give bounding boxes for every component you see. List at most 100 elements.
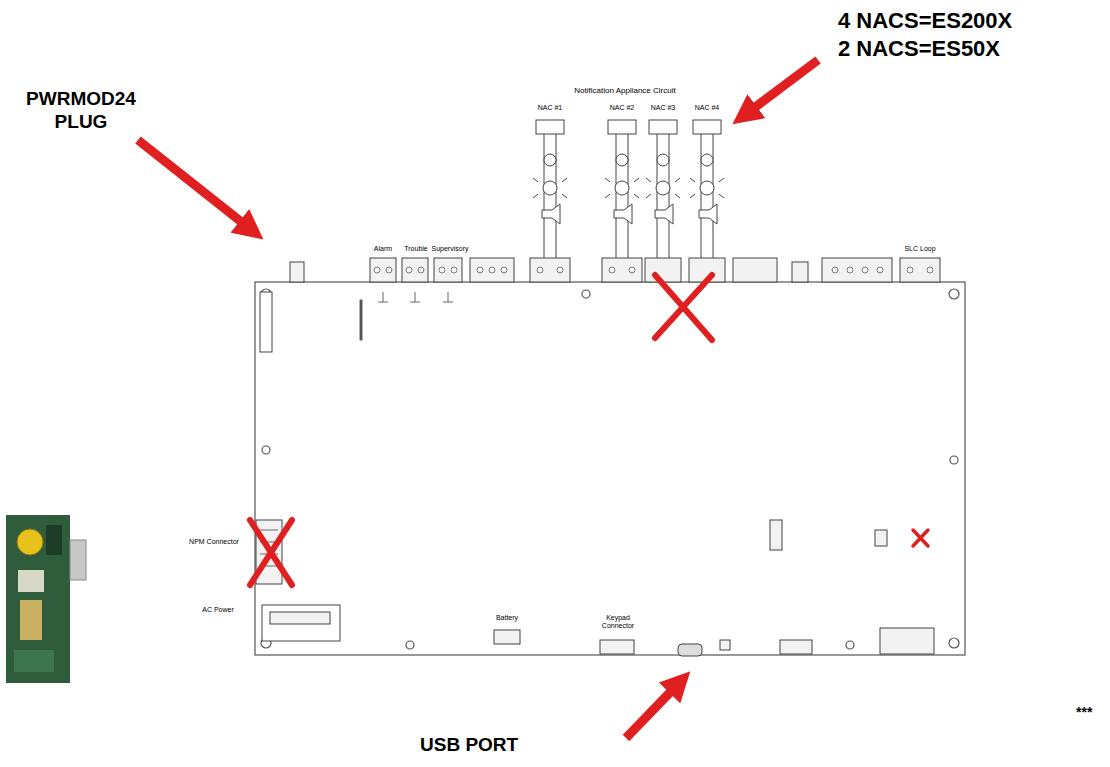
relay-symbols xyxy=(360,292,453,340)
callout-arrows xyxy=(138,60,818,738)
bell-rays xyxy=(605,178,639,198)
mount-hole xyxy=(406,641,414,649)
screw xyxy=(557,267,563,273)
board-label: NAC #1 xyxy=(530,104,570,112)
usb-port xyxy=(678,644,702,656)
screw xyxy=(439,267,445,273)
board-label: NAC #2 xyxy=(602,104,642,112)
callout-title: 2 NACS=ES50X xyxy=(838,36,1078,62)
nac-wire xyxy=(544,134,556,258)
terminal-block xyxy=(402,258,428,282)
nac-wire xyxy=(657,134,669,258)
screw xyxy=(877,267,883,273)
bell-rays xyxy=(533,178,567,198)
callout-title: PWRMOD24 PLUG xyxy=(22,88,140,134)
module-part xyxy=(14,650,54,672)
comm-header xyxy=(770,520,782,550)
terminal-block xyxy=(602,258,642,282)
bell-symbol xyxy=(701,154,713,166)
board-label: NPM Connector xyxy=(184,538,244,546)
bell-symbol xyxy=(700,181,714,195)
screw xyxy=(406,267,412,273)
terminal-block xyxy=(530,258,570,282)
keypad-connector xyxy=(600,640,634,654)
board-label: Trouble xyxy=(399,245,433,253)
nac-circuits xyxy=(533,120,724,258)
screw xyxy=(907,267,913,273)
module-plug xyxy=(70,540,86,580)
terminal-block xyxy=(900,258,940,282)
bell-symbol xyxy=(657,154,669,166)
ac-power-terminal xyxy=(270,612,330,624)
mount-hole xyxy=(950,456,958,464)
module-transformer xyxy=(18,570,44,592)
red-x xyxy=(250,520,292,585)
red-x-marks xyxy=(250,275,928,585)
ground-jumper xyxy=(875,530,887,546)
nac-box xyxy=(693,120,721,134)
relay-symbol xyxy=(410,292,420,302)
nac-wire xyxy=(701,134,713,258)
terminal-screws xyxy=(374,267,933,273)
horn-symbol xyxy=(655,204,673,224)
pwrmod24-module xyxy=(6,515,86,683)
terminal-block xyxy=(733,258,777,282)
board-label: Supervisory xyxy=(430,245,470,253)
red-arrow xyxy=(138,140,254,232)
red-arrow xyxy=(742,60,818,117)
terminal-block xyxy=(370,258,396,282)
mount-hole xyxy=(949,638,959,648)
aux-input xyxy=(260,292,272,352)
terminal-block xyxy=(470,258,514,282)
board-label: NAC #4 xyxy=(687,104,727,112)
nac-box xyxy=(608,120,636,134)
comm-connector xyxy=(880,628,934,654)
module-part xyxy=(46,525,62,555)
board-outline xyxy=(255,282,965,655)
screw xyxy=(501,267,507,273)
terminal-block xyxy=(290,262,304,282)
nac-box xyxy=(649,120,677,134)
board-connectors xyxy=(256,292,934,656)
horn-symbol xyxy=(699,204,717,224)
bell-symbol xyxy=(544,154,556,166)
jumper-header xyxy=(720,640,730,650)
nac-circuit xyxy=(646,120,680,258)
module-board xyxy=(6,515,70,683)
board-label: Battery xyxy=(484,614,530,622)
module-part xyxy=(20,600,42,640)
terminal-block xyxy=(822,258,892,282)
bell-symbol xyxy=(656,181,670,195)
board-label: NAC #3 xyxy=(643,104,683,112)
bell-symbol xyxy=(616,154,628,166)
screw xyxy=(629,267,635,273)
ac-power-connector xyxy=(262,605,340,641)
mount-hole xyxy=(262,446,270,454)
board-label: AC Power xyxy=(190,606,246,614)
screw xyxy=(489,267,495,273)
board-label: SLC Loop xyxy=(890,245,950,253)
mount-hole xyxy=(582,290,590,298)
terminal-block xyxy=(792,262,808,282)
red-x xyxy=(913,530,928,546)
screw xyxy=(477,267,483,273)
screw xyxy=(847,267,853,273)
screw xyxy=(451,267,457,273)
bell-rays xyxy=(646,178,680,198)
screw xyxy=(862,267,868,273)
expansion-connector xyxy=(780,640,812,654)
jumper xyxy=(360,300,362,340)
nac-box xyxy=(536,120,564,134)
screw xyxy=(418,267,424,273)
terminal-block xyxy=(434,258,462,282)
terminal-block xyxy=(645,258,681,282)
callout-title: USB PORT xyxy=(420,734,560,757)
nac-circuit xyxy=(605,120,639,258)
control-board xyxy=(255,282,965,655)
screw xyxy=(609,267,615,273)
horn-symbol xyxy=(614,204,632,224)
screw xyxy=(386,267,392,273)
bell-symbol xyxy=(543,181,557,195)
